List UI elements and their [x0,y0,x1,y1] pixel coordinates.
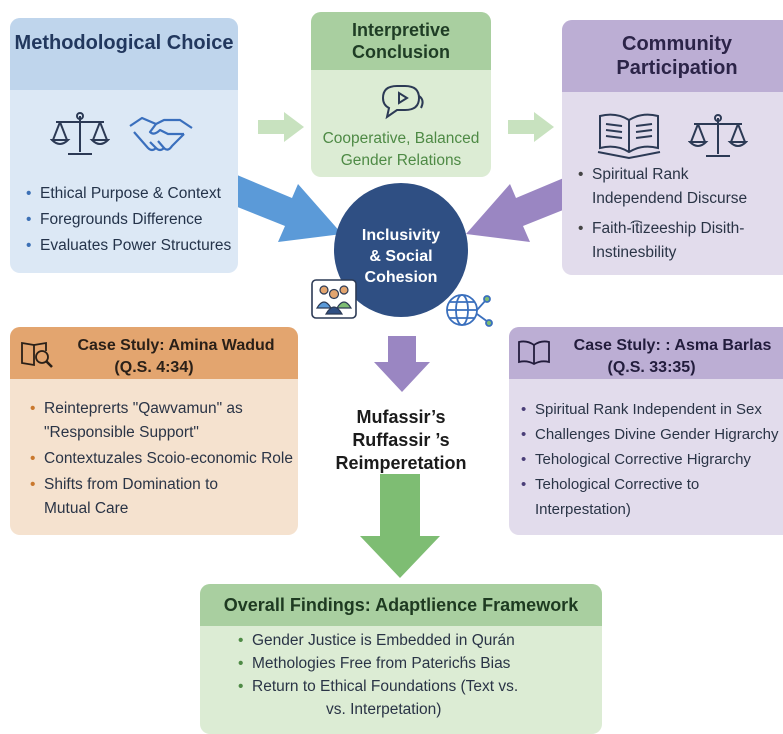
interpretive-conclusion-header: Interpretive Conclusion [311,12,491,70]
arrow-center-down [374,336,430,392]
list-item: Return to Ethical Foundations (Text vs. … [236,675,586,721]
case-study-amina-list: Reinteprerts "Qawvamun" as "Responsible … [28,397,298,523]
list-item-line: Reinteprerts "Qawvamun" as [44,400,243,417]
case-study-amina-reference: (Q.S. 4:34) [114,359,194,376]
circle-line-3: Cohesion [364,269,438,286]
arrow-comm-to-center [466,172,578,242]
interpretive-conclusion-text: Cooperative, Balanced Gender Relations [311,128,491,172]
open-book-icon [517,339,551,367]
scales-icon [688,112,748,160]
mufassir-line-1: Mufassir’s [356,407,446,427]
list-item-line: "Responsible Support" [44,424,199,441]
methodological-choice-list: Ethical Purpose & Context Foregrounds Di… [24,181,239,259]
list-item-line: Tehological Corrective to [535,476,700,493]
speech-bubble-icon [379,82,425,120]
list-item-line: Shifts from Domination to [44,476,219,493]
circle-line-1: Inclusivity [361,227,441,244]
list-item: Methologies Free from Paterich́s Bias [236,652,586,675]
community-participation-title: Community Participation [616,33,738,79]
arrow-meth-to-center [230,172,342,242]
handshake-icon [128,110,194,158]
list-item: Foregrounds Difference [24,207,239,233]
case-study-amina-header: Case Stuly: Amina Wadud (Q.S. 4:34) [10,327,298,379]
community-participation-list: Spiritual Rank Independend Discurse Fait… [576,163,783,265]
methodological-choice-title: Methodological Choice [14,32,234,54]
list-item-line: Instinesbility [592,244,677,261]
list-item: Evaluates Power Structures [24,233,239,259]
list-item-line: Return to Ethical Foundations (Text vs. [252,678,519,695]
methodological-choice-panel: Methodological Choice Ethical Purpose & … [10,18,238,273]
list-item: Contextuzales Scoio-economic Role [28,447,298,471]
mufassir-reinterpretation-label: Mufassir’s Ruffassir ’s Reimperetation [316,406,486,475]
list-item: Shifts from Domination to Mutual Care [28,473,298,521]
interpretive-conclusion-title: Interpretive Conclusion [351,20,451,62]
interpretive-line-1: Cooperative, Balanced [322,130,480,147]
overall-findings-header: Overall Findings: Adaptlience Framework [200,584,602,626]
case-study-asma-reference: (Q.S. 33:35) [607,359,696,376]
list-item-line: Mutual Care [44,500,129,517]
list-item-line: Interpestation) [535,501,631,518]
list-item-line: Spiritual Rank [592,166,689,183]
arrow-interp-to-comm [508,112,554,142]
list-item-line: Faith-͡itizeeship Disith- [592,220,745,237]
list-item: Reinteprerts "Qawvamun" as "Responsible … [28,397,298,445]
list-item: Tehological Corrective to Interpestation… [519,472,783,522]
mufassir-line-2: Ruffassir ’s [352,430,450,450]
list-item: Challenges Divine Gender Higrarchy [519,422,783,447]
list-item-line: vs. Interpetation) [326,701,442,718]
list-item-line: Contextuzales Scoio-economic Role [44,450,293,467]
list-item: Spiritual Rank Independend Discurse [576,163,783,211]
open-book-icon [594,110,664,160]
mufassir-line-3: Reimperetation [335,453,467,473]
list-item-line: Independend Discurse [592,190,748,207]
people-icon [310,278,358,320]
case-study-asma-panel: Case Stuly: : Asma Barlas (Q.S. 33:35) S… [509,327,783,535]
list-item: Ethical Purpose & Context [24,181,239,207]
case-study-asma-list: Spiritual Rank Independent in Sex Challe… [519,397,783,522]
magnifier-book-icon [20,337,54,369]
circle-line-2: & Social [369,248,433,265]
scales-icon [50,110,110,158]
list-item: Tehological Corrective Higrarchy [519,447,783,472]
methodological-choice-header: Methodological Choice [10,18,238,90]
community-participation-header: Community Participation [562,20,783,92]
case-study-amina-title: Case Stuly: Amina Wadud [77,337,275,354]
overall-findings-panel: Overall Findings: Adaptlience Framework … [200,584,602,734]
list-item: Gender Justice is Embedded in Qurán [236,629,586,652]
interpretive-conclusion-panel: Interpretive Conclusion Cooperative, Bal… [311,12,491,177]
interpretive-line-2: Gender Relations [340,152,462,169]
case-study-asma-title: Case Stuly: : Asma Barlas [573,337,772,354]
case-study-asma-header: Case Stuly: : Asma Barlas (Q.S. 33:35) [509,327,783,379]
list-item: Spiritual Rank Independent in Sex [519,397,783,422]
community-participation-panel: Community Participation Spiritual Rank I… [562,20,783,275]
arrow-to-overall [360,474,440,578]
case-study-amina-panel: Case Stuly: Amina Wadud (Q.S. 4:34) Rein… [10,327,298,535]
overall-findings-title: Overall Findings: Adaptlience Framework [223,595,579,615]
list-item: Faith-͡itizeeship Disith- Instinesbility [576,217,783,265]
globe-network-icon [444,290,494,332]
overall-findings-list: Gender Justice is Embedded in Qurán Meth… [236,629,586,721]
arrow-meth-to-interp [258,112,304,142]
